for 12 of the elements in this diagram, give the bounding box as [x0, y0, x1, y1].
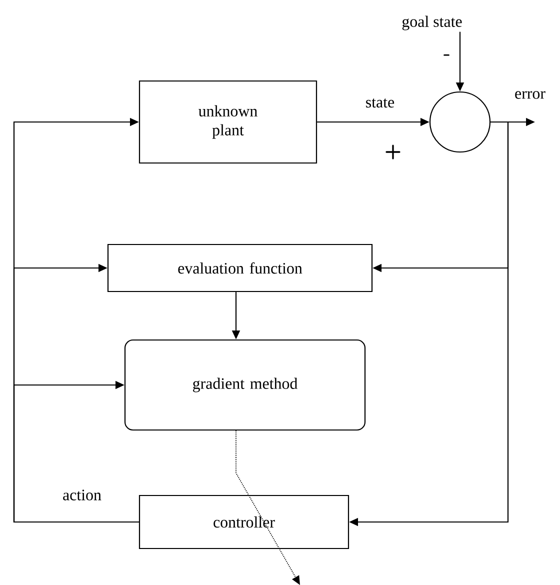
edge-label: action [63, 490, 102, 500]
edge-label: state [366, 98, 394, 108]
process-box: unknown plant [138, 80, 318, 164]
edge-label: error [515, 91, 546, 99]
input-label: goal state [402, 16, 462, 30]
summing-junction [429, 91, 491, 153]
process-box: gradient method [124, 339, 366, 431]
process-box: controller [138, 494, 350, 550]
process-box: evaluation function [107, 244, 373, 292]
sign-label: - [444, 54, 450, 56]
sign-label: + [386, 144, 400, 160]
arrow [13, 380, 139, 523]
